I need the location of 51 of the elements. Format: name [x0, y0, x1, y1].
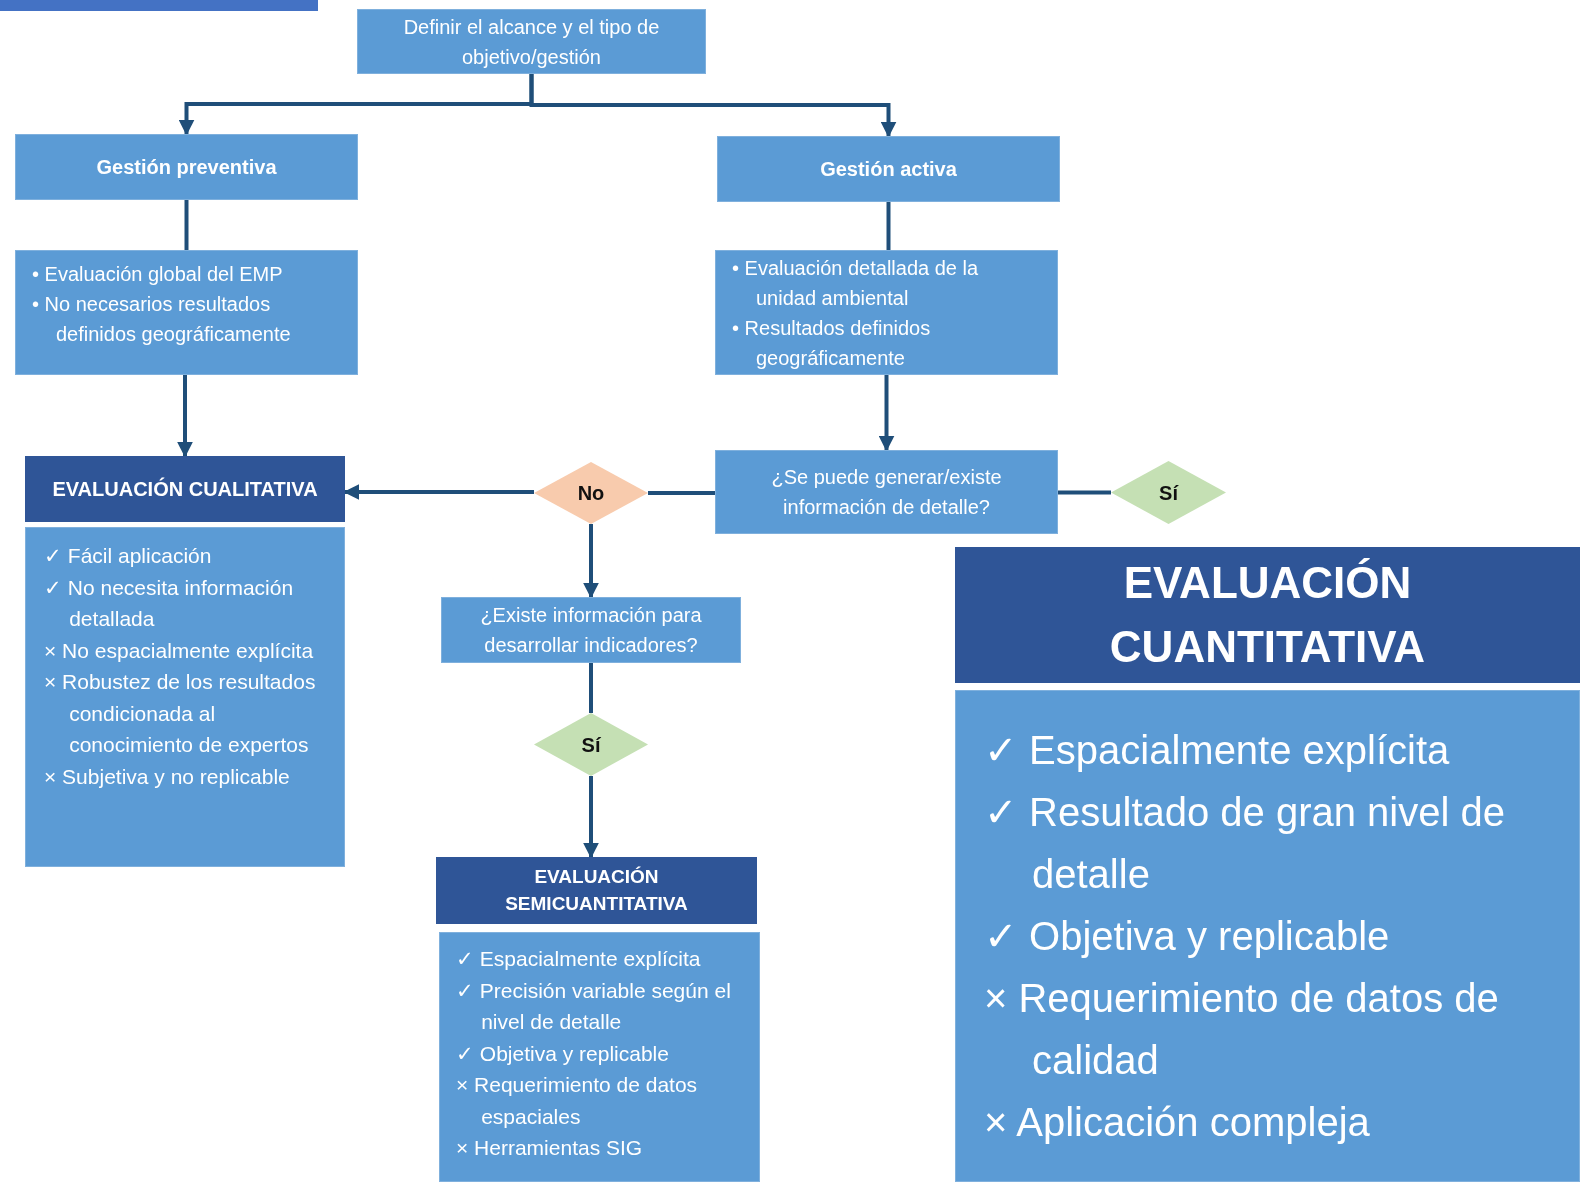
- node-text: Sí: [581, 732, 601, 758]
- node-text: ¿Se puede generar/existe información de detalle?: [770, 465, 1003, 520]
- process-box: [717, 136, 1060, 202]
- decision-diamond: [1111, 461, 1226, 524]
- heading-text: EVALUACIÓN SEMICUANTITATIVA: [504, 864, 689, 916]
- node-text: No: [577, 481, 605, 506]
- list-item: ✓ Objetiva y replicable: [456, 1040, 670, 1067]
- node-text: Sí: [1159, 480, 1178, 506]
- info-box: [439, 932, 760, 1182]
- decision-diamond: [534, 713, 648, 776]
- arrow: [583, 776, 599, 859]
- list-item: × Requerimiento de datos de calidad: [984, 975, 1500, 1084]
- process-box: [15, 134, 358, 200]
- heading-text: EVALUACIÓN CUANTITATIVA: [1108, 557, 1427, 673]
- list-item: • Evaluación global del EMP: [32, 262, 284, 287]
- list-item: ✓ Precisión variable según el nivel de detalle: [456, 977, 732, 1035]
- list-item: ✓ Espacialmente explícita: [456, 946, 702, 972]
- question-box: [441, 597, 741, 663]
- heading-text: EVALUACIÓN CUALITATIVA: [52, 476, 318, 502]
- header-box: [436, 857, 757, 924]
- list-item: • Evaluación detallada de la unidad ambiental: [732, 256, 980, 311]
- header-box: [25, 456, 345, 522]
- node-text: Definir el alcance y el tipo de objetivo/gestión: [402, 14, 661, 70]
- node-text: Gestión activa: [820, 157, 957, 182]
- list-item: × No espacialmente explícita: [44, 637, 315, 664]
- header-box: [955, 547, 1580, 683]
- arrow: [878, 375, 895, 452]
- node-text: Gestión preventiva: [96, 155, 277, 180]
- arrow: [177, 375, 193, 458]
- info-box: [25, 527, 345, 867]
- list-item: ✓ Espacialmente explícita: [984, 727, 1451, 774]
- list-item: × Subjetiva y no replicable: [44, 763, 291, 790]
- node-text: ¿Existe información para desarrollar indicadores?: [479, 603, 703, 658]
- question-box: [715, 450, 1058, 534]
- info-box: [715, 250, 1058, 375]
- arrow: [583, 524, 599, 599]
- list-item: • Resultados definidos geográficamente: [732, 316, 932, 371]
- list-item: × Aplicación compleja: [984, 1099, 1371, 1146]
- list-item: × Requerimiento de datos espaciales: [456, 1072, 699, 1130]
- info-box: [955, 690, 1580, 1182]
- process-box: [357, 9, 706, 74]
- list-item: × Herramientas SIG: [456, 1135, 644, 1161]
- decision-diamond: [534, 462, 648, 524]
- list-item: ✓ Objetiva y replicable: [984, 913, 1391, 960]
- list-item: × Robustez de los resultados condicionada al conocimiento de expertos: [44, 669, 317, 758]
- list-item: ✓ No necesita información detallada: [44, 574, 295, 632]
- list-item: • No necesarios resultados definidos geográficamente: [32, 292, 292, 347]
- list-item: ✓ Fácil aplicación: [44, 543, 213, 569]
- info-box: [15, 250, 358, 375]
- arrow: [529, 74, 897, 138]
- list-item: ✓ Resultado de gran nivel de detalle: [984, 789, 1506, 898]
